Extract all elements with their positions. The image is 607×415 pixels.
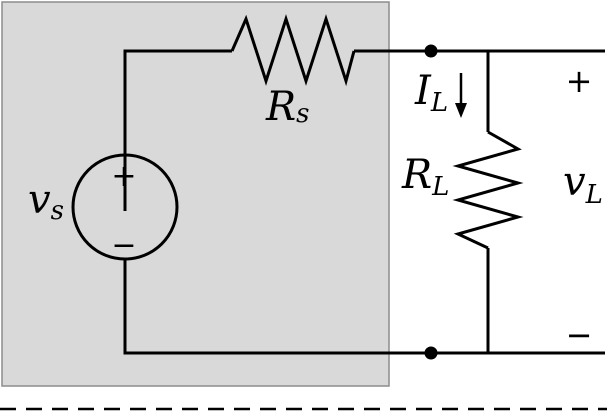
node-top-terminal	[424, 44, 438, 58]
source-resistor-sub: s	[296, 99, 309, 129]
source-voltage-label: vs	[28, 177, 64, 226]
load-current-label: IL	[414, 68, 448, 118]
load-resistor-label: RL	[401, 152, 449, 202]
top-left-wire	[123, 49, 232, 211]
load-current-sub: L	[430, 88, 448, 118]
source-voltage-sub: s	[51, 196, 64, 226]
output-minus-sign: −	[566, 316, 593, 354]
bottom-wire	[123, 260, 605, 355]
output-plus-sign: +	[566, 62, 593, 100]
node-bottom-terminal	[424, 346, 438, 360]
source-plus-sign: +	[111, 159, 136, 194]
source-resistor-label: Rs	[265, 84, 309, 130]
current-arrow-icon	[455, 73, 467, 118]
source-resistor	[230, 14, 356, 87]
load-voltage-main: v	[563, 159, 586, 205]
load-resistor-sub: L	[431, 172, 449, 202]
load-resistor	[452, 130, 524, 250]
voltage-source	[71, 153, 179, 261]
source-minus-sign: −	[111, 228, 136, 263]
load-voltage-sub: L	[585, 180, 603, 210]
source-voltage-main: v	[28, 177, 51, 223]
load-resistor-main: R	[401, 152, 432, 198]
load-current-main: I	[414, 68, 432, 114]
load-voltage-label: vL	[563, 159, 603, 210]
source-box	[1, 1, 390, 387]
source-resistor-main: R	[265, 84, 296, 130]
